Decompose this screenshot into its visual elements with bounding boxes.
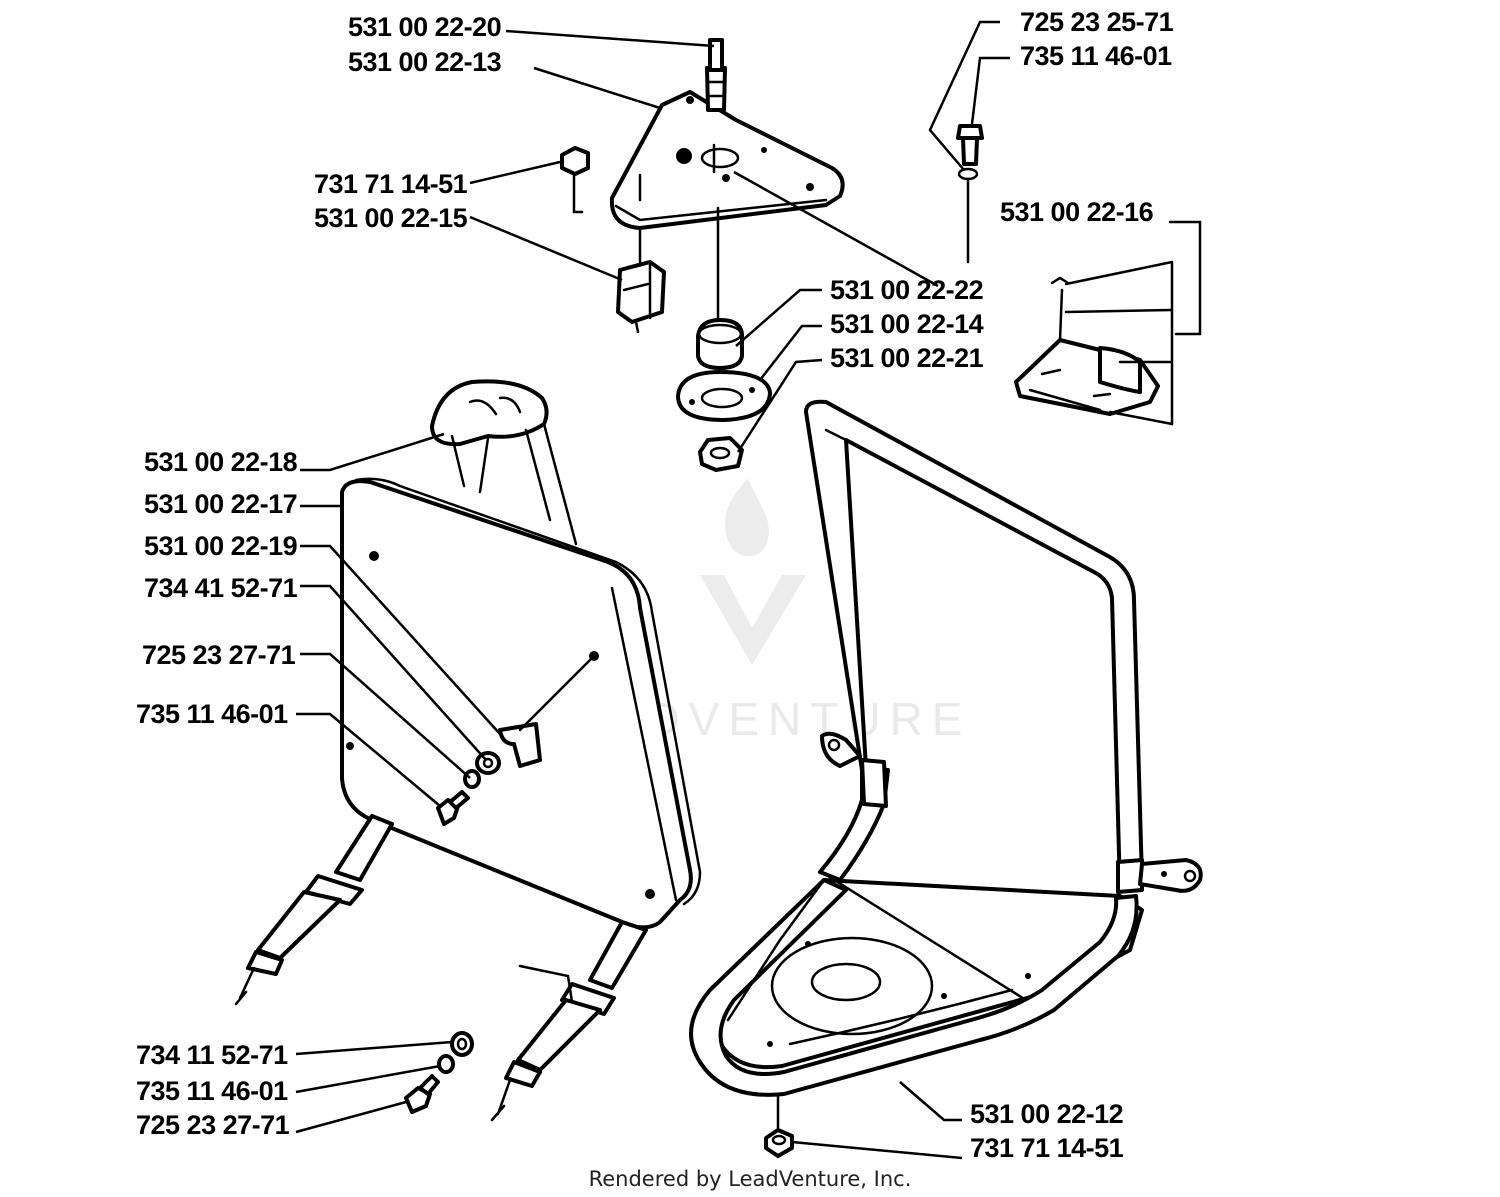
part-label-531-00-22-13: 531 00 22-13 xyxy=(348,47,502,77)
main-frame-part xyxy=(689,399,1203,1097)
part-label-731-71-14-51-bottom: 731 71 14-51 xyxy=(970,1133,1124,1163)
washer-part xyxy=(676,370,772,422)
credit-footer: Rendered by LeadVenture, Inc. xyxy=(589,1167,912,1191)
part-label-531-00-22-16: 531 00 22-16 xyxy=(1000,197,1154,227)
part-label-531-00-22-21: 531 00 22-21 xyxy=(830,343,984,373)
part-label-735-11-46-01-lower: 735 11 46-01 xyxy=(136,1076,288,1106)
triangle-bracket-part xyxy=(609,90,845,230)
slide-bracket-part xyxy=(1014,220,1202,426)
screw-part-top-right xyxy=(956,124,984,264)
nut-part-top xyxy=(560,146,590,214)
backrest-legs-part xyxy=(234,814,648,1122)
part-label-734-41-52-71: 734 41 52-71 xyxy=(144,573,298,603)
center-nut-part xyxy=(698,436,744,472)
handle-grip-part xyxy=(430,379,578,546)
panel-clip-part xyxy=(498,658,592,768)
part-label-531-00-22-12: 531 00 22-12 xyxy=(970,1099,1123,1129)
part-label-735-11-46-01-top: 735 11 46-01 xyxy=(1020,41,1172,71)
nut-part-bottom xyxy=(764,1094,794,1158)
part-label-531-00-22-22: 531 00 22-22 xyxy=(830,275,983,305)
part-label-531-00-22-14: 531 00 22-14 xyxy=(830,309,984,339)
part-label-725-23-27-71-lower: 725 23 27-71 xyxy=(136,1110,290,1140)
part-label-531-00-22-18: 531 00 22-18 xyxy=(144,447,298,477)
part-label-531-00-22-19: 531 00 22-19 xyxy=(144,531,298,561)
leader-lines xyxy=(295,20,1010,1160)
panel-washer-parts xyxy=(436,751,501,826)
part-label-531-00-22-15: 531 00 22-15 xyxy=(314,203,468,233)
part-label-734-11-52-71: 734 11 52-71 xyxy=(136,1040,288,1070)
part-label-725-23-27-71-upper: 725 23 27-71 xyxy=(142,640,296,670)
part-label-531-00-22-17: 531 00 22-17 xyxy=(144,489,297,519)
back-panel-part xyxy=(340,477,702,930)
lower-fastener-parts xyxy=(404,964,574,1114)
stud-bolt-part xyxy=(705,38,727,112)
part-number-labels: 531 00 22-20 531 00 22-13 731 71 14-51 5… xyxy=(136,7,1174,1163)
part-label-725-23-25-71: 725 23 25-71 xyxy=(1020,7,1174,37)
part-label-531-00-22-20: 531 00 22-20 xyxy=(348,12,501,42)
part-label-735-11-46-01-mid: 735 11 46-01 xyxy=(136,699,288,729)
part-label-731-71-14-51-top: 731 71 14-51 xyxy=(314,169,468,199)
clamp-block-part xyxy=(616,226,666,334)
watermark-logo xyxy=(700,478,806,665)
rubber-bushing-part xyxy=(696,318,744,370)
